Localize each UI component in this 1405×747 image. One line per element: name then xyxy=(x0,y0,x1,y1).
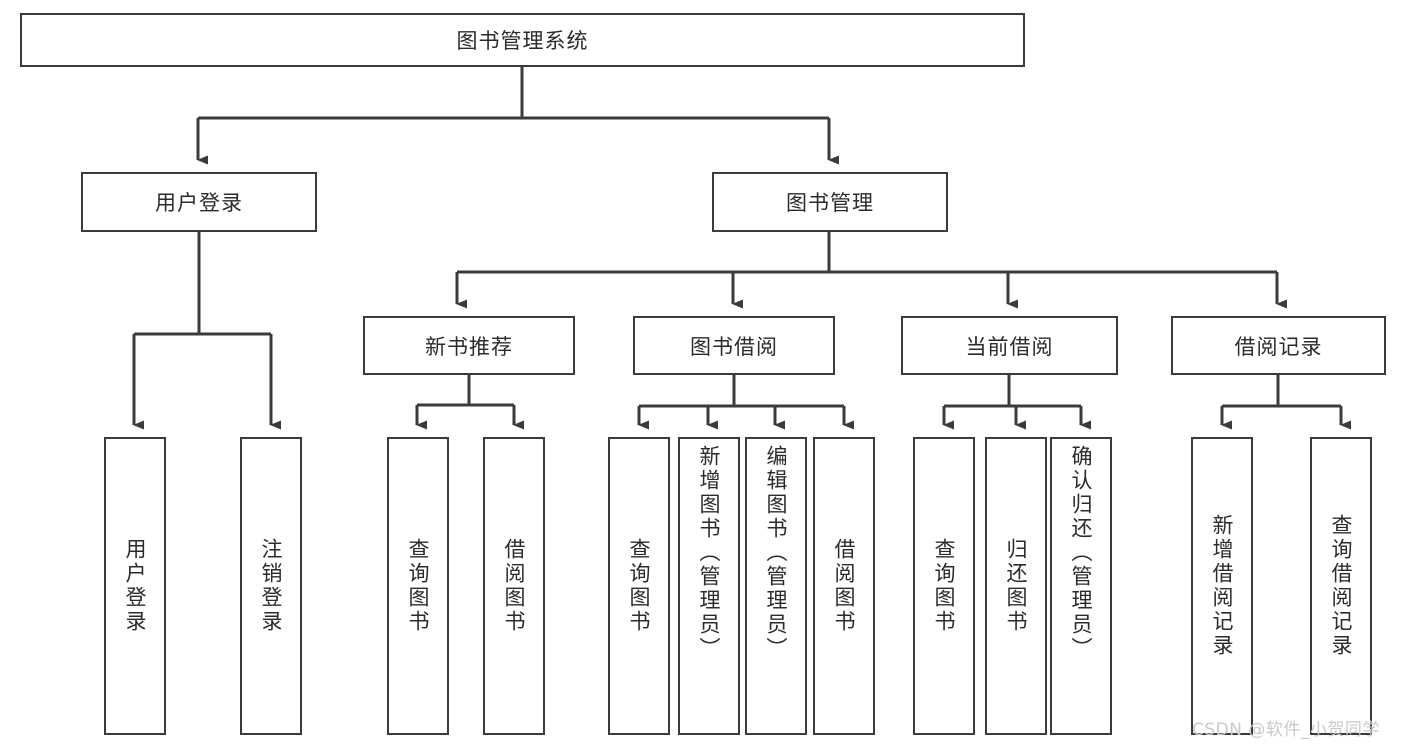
node-leaf-edit-book-label: 编辑图书（管理员） xyxy=(764,445,788,661)
node-leaf-query-book-3-label: 查询图书 xyxy=(932,538,956,634)
node-leaf-borrow-book-2-label: 借阅图书 xyxy=(832,538,856,634)
csdn-watermark: CSDN @软件_小贺同学 xyxy=(1192,720,1380,740)
node-book-borrow-label: 图书借阅 xyxy=(690,334,778,359)
node-current-borrow[interactable]: 当前借阅 xyxy=(901,316,1118,375)
node-new-book-rec[interactable]: 新书推荐 xyxy=(363,316,575,375)
node-leaf-query-book-1-label: 查询图书 xyxy=(406,538,430,634)
node-root[interactable]: 图书管理系统 xyxy=(20,13,1025,67)
node-leaf-query-book-3[interactable]: 查询图书 xyxy=(913,437,975,735)
node-leaf-borrow-book-1-label: 借阅图书 xyxy=(502,538,526,634)
node-leaf-query-record-label: 查询借阅记录 xyxy=(1329,514,1353,658)
node-leaf-add-record[interactable]: 新增借阅记录 xyxy=(1191,437,1253,735)
node-new-book-rec-label: 新书推荐 xyxy=(425,334,513,359)
node-leaf-confirm-return-label: 确认归还（管理员） xyxy=(1069,445,1093,661)
node-leaf-query-record[interactable]: 查询借阅记录 xyxy=(1310,437,1372,735)
node-leaf-user-login[interactable]: 用户登录 xyxy=(104,437,166,735)
node-leaf-add-record-label: 新增借阅记录 xyxy=(1210,514,1234,658)
node-leaf-borrow-book-2[interactable]: 借阅图书 xyxy=(813,437,875,735)
node-root-label: 图书管理系统 xyxy=(456,29,589,53)
node-user-login-label: 用户登录 xyxy=(155,191,243,215)
node-borrow-record-label: 借阅记录 xyxy=(1234,334,1323,359)
node-leaf-add-book[interactable]: 新增图书（管理员） xyxy=(678,437,740,735)
node-leaf-logout-label: 注销登录 xyxy=(259,538,283,634)
node-leaf-query-book-2-label: 查询图书 xyxy=(627,538,651,634)
node-borrow-record[interactable]: 借阅记录 xyxy=(1171,316,1386,375)
node-leaf-user-login-label: 用户登录 xyxy=(123,538,147,634)
node-book-borrow[interactable]: 图书借阅 xyxy=(633,316,835,375)
node-leaf-return-book-label: 归还图书 xyxy=(1004,538,1028,634)
node-book-manage[interactable]: 图书管理 xyxy=(712,172,948,232)
node-leaf-logout[interactable]: 注销登录 xyxy=(240,437,302,735)
node-leaf-borrow-book-1[interactable]: 借阅图书 xyxy=(483,437,545,735)
node-book-manage-label: 图书管理 xyxy=(786,191,874,215)
node-user-login[interactable]: 用户登录 xyxy=(81,172,317,232)
node-leaf-return-book[interactable]: 归还图书 xyxy=(985,437,1047,735)
node-leaf-confirm-return[interactable]: 确认归还（管理员） xyxy=(1050,437,1112,735)
node-leaf-edit-book[interactable]: 编辑图书（管理员） xyxy=(745,437,807,735)
node-leaf-add-book-label: 新增图书（管理员） xyxy=(697,445,721,661)
node-leaf-query-book-1[interactable]: 查询图书 xyxy=(387,437,449,735)
node-current-borrow-label: 当前借阅 xyxy=(965,334,1054,359)
node-leaf-query-book-2[interactable]: 查询图书 xyxy=(608,437,670,735)
